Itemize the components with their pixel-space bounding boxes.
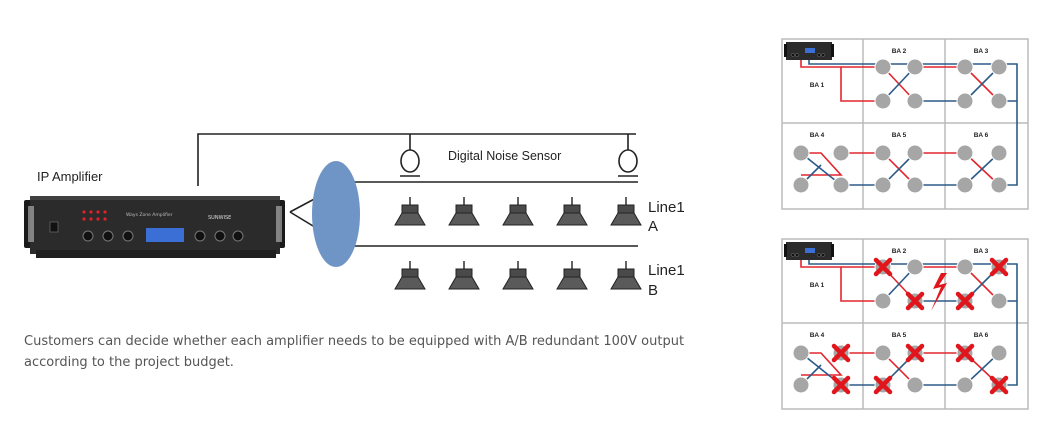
speaker-a-5-icon: [610, 197, 642, 226]
line1b-label: Line1: [648, 262, 685, 279]
ip-amplifier: Ways Zone Amplifier SUNWISE: [24, 196, 285, 258]
speaker-node-11: [792, 376, 810, 394]
speaker-b-1-icon: [394, 261, 426, 290]
speaker-node-16: [906, 376, 924, 394]
amp-lcd: [146, 228, 184, 242]
speaker-a-3-icon: [502, 197, 534, 226]
speaker-node-10: [832, 144, 850, 162]
grid-normal: BA 1 BA 2 BA 3 BA 4 BA 5 BA 6: [781, 38, 1029, 210]
fault-cross-1-icon: [873, 257, 893, 277]
fault-cross-10-icon: [989, 375, 1009, 395]
mini-amplifier-icon: [784, 242, 834, 260]
speaker-b-5-icon: [610, 261, 642, 290]
speaker-node-15: [874, 176, 892, 194]
cell-label-ba5: BA 5: [892, 132, 907, 139]
fault-cross-8-icon: [905, 343, 925, 363]
cell-label-ba6: BA 6: [974, 132, 989, 139]
cell-label-ba4: BA 4: [810, 332, 825, 339]
speaker-node-3: [874, 92, 892, 110]
speaker-node-11: [792, 176, 810, 194]
speaker-node-1: [874, 58, 892, 76]
mini-amplifier-icon: [784, 42, 834, 60]
fault-cross-2-icon: [905, 291, 925, 311]
speaker-node-8: [990, 92, 1008, 110]
speaker-node-13: [874, 144, 892, 162]
speaker-node-14: [906, 144, 924, 162]
speaker-node-19: [956, 376, 974, 394]
redundancy-switch-ellipse: [312, 161, 360, 267]
line1a-label: Line1: [648, 199, 685, 216]
speaker-node-2: [906, 258, 924, 276]
speakers-line-a: [394, 197, 642, 226]
cell-label-ba6: BA 6: [974, 332, 989, 339]
fault-cross-9-icon: [955, 343, 975, 363]
speakers-line-b: [394, 261, 642, 290]
speaker-node-7: [956, 92, 974, 110]
cell-label-ba2: BA 2: [892, 48, 907, 55]
cell-label-ba1: BA 1: [810, 82, 825, 89]
speaker-node-4: [906, 92, 924, 110]
cell-label-ba2: BA 2: [892, 248, 907, 255]
line1b-sub: B: [648, 282, 658, 299]
speaker-b-3-icon: [502, 261, 534, 290]
system-diagram: Ways Zone Amplifier SUNWISE IP Amplifier…: [24, 133, 685, 299]
speaker-node-2: [906, 58, 924, 76]
amp-leds: [82, 210, 107, 221]
speaker-node-9: [792, 144, 810, 162]
speaker-node-12: [832, 176, 850, 194]
noise-sensor-1-icon: [400, 149, 420, 177]
cell-label-ba1: BA 1: [810, 282, 825, 289]
fault-cross-6-icon: [831, 375, 851, 395]
amp-brand: SUNWISE: [208, 215, 231, 221]
fault-cross-3-icon: [989, 257, 1009, 277]
fault-cross-4-icon: [955, 291, 975, 311]
cell-label-ba4: BA 4: [810, 132, 825, 139]
speaker-node-16: [906, 176, 924, 194]
noise-sensor-2-icon: [618, 149, 638, 177]
speaker-node-8: [990, 292, 1008, 310]
sensor-label: Digital Noise Sensor: [448, 149, 561, 163]
speaker-a-4-icon: [556, 197, 588, 226]
cell-label-ba3: BA 3: [974, 248, 989, 255]
speaker-a-1-icon: [394, 197, 426, 226]
caption: Customers can decide whether each amplif…: [24, 334, 685, 370]
grid-fault: BA 1 BA 2 BA 3 BA 4 BA 5 BA 6: [781, 238, 1029, 410]
sensor-bus: [197, 133, 636, 186]
speaker-node-19: [956, 176, 974, 194]
amp-knobs: [82, 230, 244, 242]
line1a-sub: A: [648, 218, 658, 235]
speaker-node-9: [792, 344, 810, 362]
speaker-node-5: [956, 258, 974, 276]
amp-front-title: Ways Zone Amplifier: [126, 212, 173, 218]
speaker-node-13: [874, 344, 892, 362]
fault-cross-7-icon: [873, 375, 893, 395]
speaker-node-3: [874, 292, 892, 310]
amplifier-label: IP Amplifier: [37, 169, 103, 184]
speaker-node-5: [956, 58, 974, 76]
lightning-fault-icon: [931, 273, 947, 311]
speaker-node-20: [990, 176, 1008, 194]
speaker-node-18: [990, 144, 1008, 162]
fault-cross-5-icon: [831, 343, 851, 363]
speaker-b-4-icon: [556, 261, 588, 290]
speaker-node-6: [990, 58, 1008, 76]
speaker-node-18: [990, 344, 1008, 362]
cell-label-ba5: BA 5: [892, 332, 907, 339]
cell-label-ba3: BA 3: [974, 48, 989, 55]
speaker-a-2-icon: [448, 197, 480, 226]
speaker-b-2-icon: [448, 261, 480, 290]
speaker-node-17: [956, 144, 974, 162]
